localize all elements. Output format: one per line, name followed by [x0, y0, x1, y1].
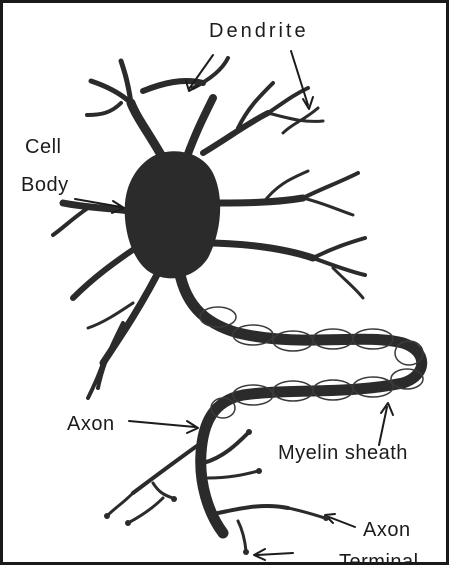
cell-body-label-line2: Body	[21, 175, 69, 195]
axon-label: Axon	[67, 414, 115, 434]
cell-body	[125, 151, 220, 278]
label-arrows	[75, 51, 393, 560]
dendrite-label: Dendrite	[209, 21, 309, 41]
cell-body-label-line1: Cell	[25, 137, 61, 157]
neuron-illustration	[3, 3, 449, 565]
axon-path	[178, 263, 422, 533]
axon-terminal-label-line2: Terminal	[339, 552, 419, 565]
axon-terminal-label-line1: Axon	[363, 520, 411, 540]
myelin-sheath-label: Myelin sheath	[278, 443, 408, 463]
